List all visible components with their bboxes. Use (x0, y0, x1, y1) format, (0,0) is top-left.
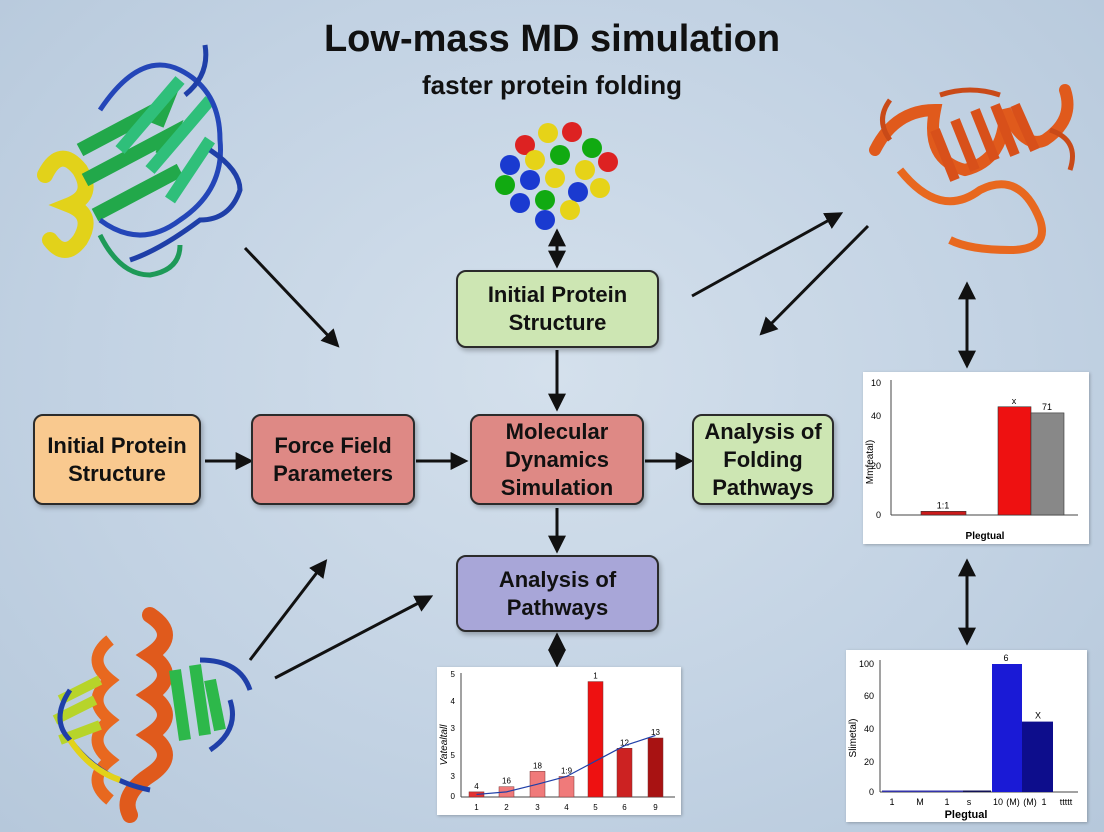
chart2-xtick: 1 (1041, 797, 1046, 807)
chart2-xlabel: Plegtual (945, 809, 988, 821)
chart3-bar-label: 18 (533, 761, 542, 770)
chart3-bar (587, 681, 604, 798)
chart2-bar (882, 790, 912, 792)
chart2-ytick: 40 (864, 724, 874, 734)
chart3-xtick: 6 (622, 803, 627, 812)
chart-pathways-results: Vatealtall 5 4 3 5 3 0 4 1 16 2 18 3 1:9 4 1 5 12 6… (437, 667, 681, 815)
chart3-bar (558, 776, 575, 798)
chart1-ytick: 40 (871, 411, 881, 421)
chart3-xtick: 4 (564, 803, 569, 812)
force-field-label: Force Field Parameters (273, 432, 393, 486)
initial-structure-top-label: Initial Protein Structure (487, 282, 628, 335)
chart3-xtick: 3 (535, 803, 540, 812)
chart3-bar-label: 4 (474, 782, 479, 791)
chart3-ytick: 4 (451, 697, 456, 706)
chart3-bar-label: 16 (502, 777, 511, 786)
chart1-bar-label: 1:1 (937, 500, 950, 510)
chart2-bar (1022, 721, 1053, 792)
chart2-ytick: 100 (859, 659, 874, 669)
chart3-trend-line (476, 734, 656, 796)
chart1-bar-label: x (1012, 396, 1017, 406)
chart1-bar (920, 511, 967, 516)
folding-pathways-label: Analysis of Folding Pathways (704, 418, 822, 500)
chart1-xlabel: Plegtual (966, 531, 1005, 542)
chart3-svg: Vatealtall 5 4 3 5 3 0 4 1 16 2 18 3 1:9 4 1 5 12 6… (439, 670, 675, 812)
force-field-box: Force Field Parameters (251, 414, 415, 505)
chart3-ytick: 3 (451, 724, 456, 733)
chart1-bar-label: 71 (1042, 402, 1052, 412)
chart2-xtick: ttttt (1060, 797, 1073, 807)
page-subtitle: faster protein folding (422, 70, 682, 100)
chart1-bar (997, 406, 1032, 516)
chart2-bar (963, 790, 991, 792)
chart2-xtick: M (916, 797, 924, 807)
chart3-bar-label: 1:9 (561, 766, 573, 775)
pathways-analysis-label: Analysis of Pathways (498, 566, 617, 620)
diagram-arrows (205, 212, 976, 680)
chart2-bar (938, 790, 963, 792)
chart3-xtick: 5 (593, 803, 598, 812)
initial-structure-top-box: Initial Protein Structure (456, 270, 659, 348)
chart2-xtick: 1 (889, 797, 894, 807)
chart2-xtick: 1 (944, 797, 949, 807)
md-simulation-box: Molecular Dynamics Simulation (470, 414, 644, 505)
chart2-ylabel: Slimetal) (848, 719, 859, 758)
chart2-ytick: 0 (869, 787, 874, 797)
chart2-bar-label: 6 (1003, 653, 1008, 663)
chart2-ytick: 60 (864, 691, 874, 701)
md-simulation-label: Molecular Dynamics Simulation (500, 418, 614, 500)
chart3-bar (647, 737, 664, 798)
chart3-ylabel: Vatealtall (439, 724, 450, 766)
initial-structure-left-box: Initial Protein Structure (33, 414, 201, 505)
chart1-ylabel: Mmfeatal) (865, 440, 876, 484)
chart3-xtick: 9 (653, 803, 658, 812)
chart-folding-results: Mmfeatal) 10 40 20 0 Plegtual 1:1 x 71 (863, 372, 1089, 544)
chart3-bar-label: 1 (593, 672, 598, 681)
chart2-bar (912, 790, 938, 792)
chart2-bar (992, 664, 1022, 792)
chart3-bar (616, 748, 633, 798)
chart3-ytick: 5 (451, 670, 456, 679)
chart1-ytick: 10 (871, 378, 881, 388)
chart2-bar-label: X (1035, 711, 1041, 721)
chart3-bar (468, 791, 485, 798)
chart3-xtick: 1 (474, 803, 479, 812)
chart3-xtick: 2 (504, 803, 509, 812)
chart2-xtick: s (967, 797, 972, 807)
chart3-ytick: 3 (451, 772, 456, 781)
chart2-xtick: (M) (1006, 797, 1020, 807)
chart2-xtick: (M) (1023, 797, 1037, 807)
chart3-bar-label: 13 (651, 728, 660, 737)
chart2-ytick: 20 (864, 757, 874, 767)
chart1-ytick: 20 (871, 461, 881, 471)
chart3-ytick: 5 (451, 751, 456, 760)
chart1-bar (1030, 412, 1065, 516)
chart1-ytick: 0 (876, 510, 881, 520)
protein-ribbon-mixed-icon (52, 607, 253, 823)
page-title: Low-mass MD simulation (323, 18, 781, 60)
chart3-bar-label: 12 (620, 738, 629, 747)
pathways-analysis-box: Analysis of Pathways (456, 555, 659, 632)
protein-ribbon-rainbow-icon (37, 44, 243, 278)
chart2-svg: Slimetal) 100 60 40 20 0 Plegtual 6X 1 M 1 s… (848, 653, 1078, 821)
protein-ribbon-orange-icon (869, 84, 1075, 255)
chart1-svg: Mmfeatal) 10 40 20 0 Plegtual 1:1 x 71 (865, 378, 1078, 542)
initial-structure-left-label: Initial Protein Structure (47, 432, 187, 486)
chart2-xtick: 10 (993, 797, 1003, 807)
chart3-ytick: 0 (451, 792, 456, 801)
folding-pathways-box: Analysis of Folding Pathways (692, 414, 834, 505)
atom-cluster-icon (495, 122, 618, 230)
